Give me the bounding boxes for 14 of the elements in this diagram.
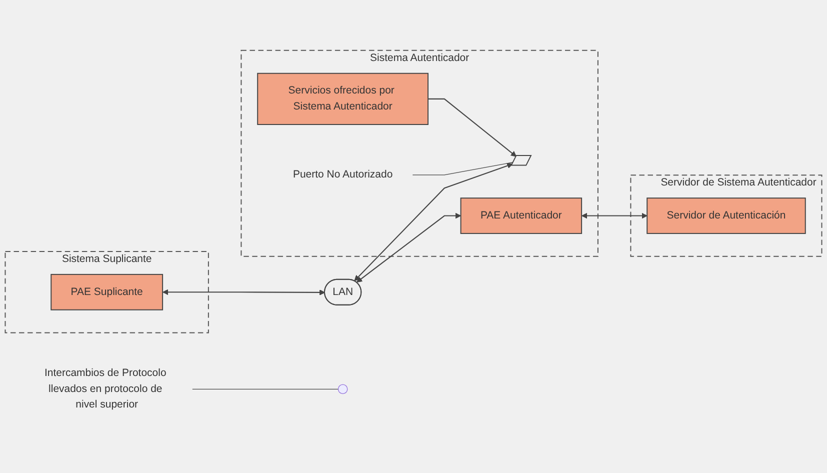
connector bbox=[412, 162, 514, 176]
arrow bbox=[162, 289, 326, 296]
node-switch bbox=[510, 154, 532, 166]
node-box: Servicios ofrecidos por Sistema Autenticador bbox=[257, 72, 429, 125]
arrow bbox=[354, 162, 513, 282]
node-box: PAE Suplicante bbox=[50, 274, 164, 310]
node-text: Intercambios de Protocolo llevados en protocolo de nivel superior bbox=[44, 368, 166, 410]
connector bbox=[192, 388, 339, 390]
arrow bbox=[428, 98, 516, 157]
arrow bbox=[582, 212, 648, 219]
node-text: Puerto No Autorizado bbox=[292, 169, 393, 180]
node-box: Servidor de Autenticación bbox=[646, 198, 806, 234]
arrow bbox=[356, 212, 462, 282]
node-box: PAE Autenticador bbox=[460, 198, 582, 234]
